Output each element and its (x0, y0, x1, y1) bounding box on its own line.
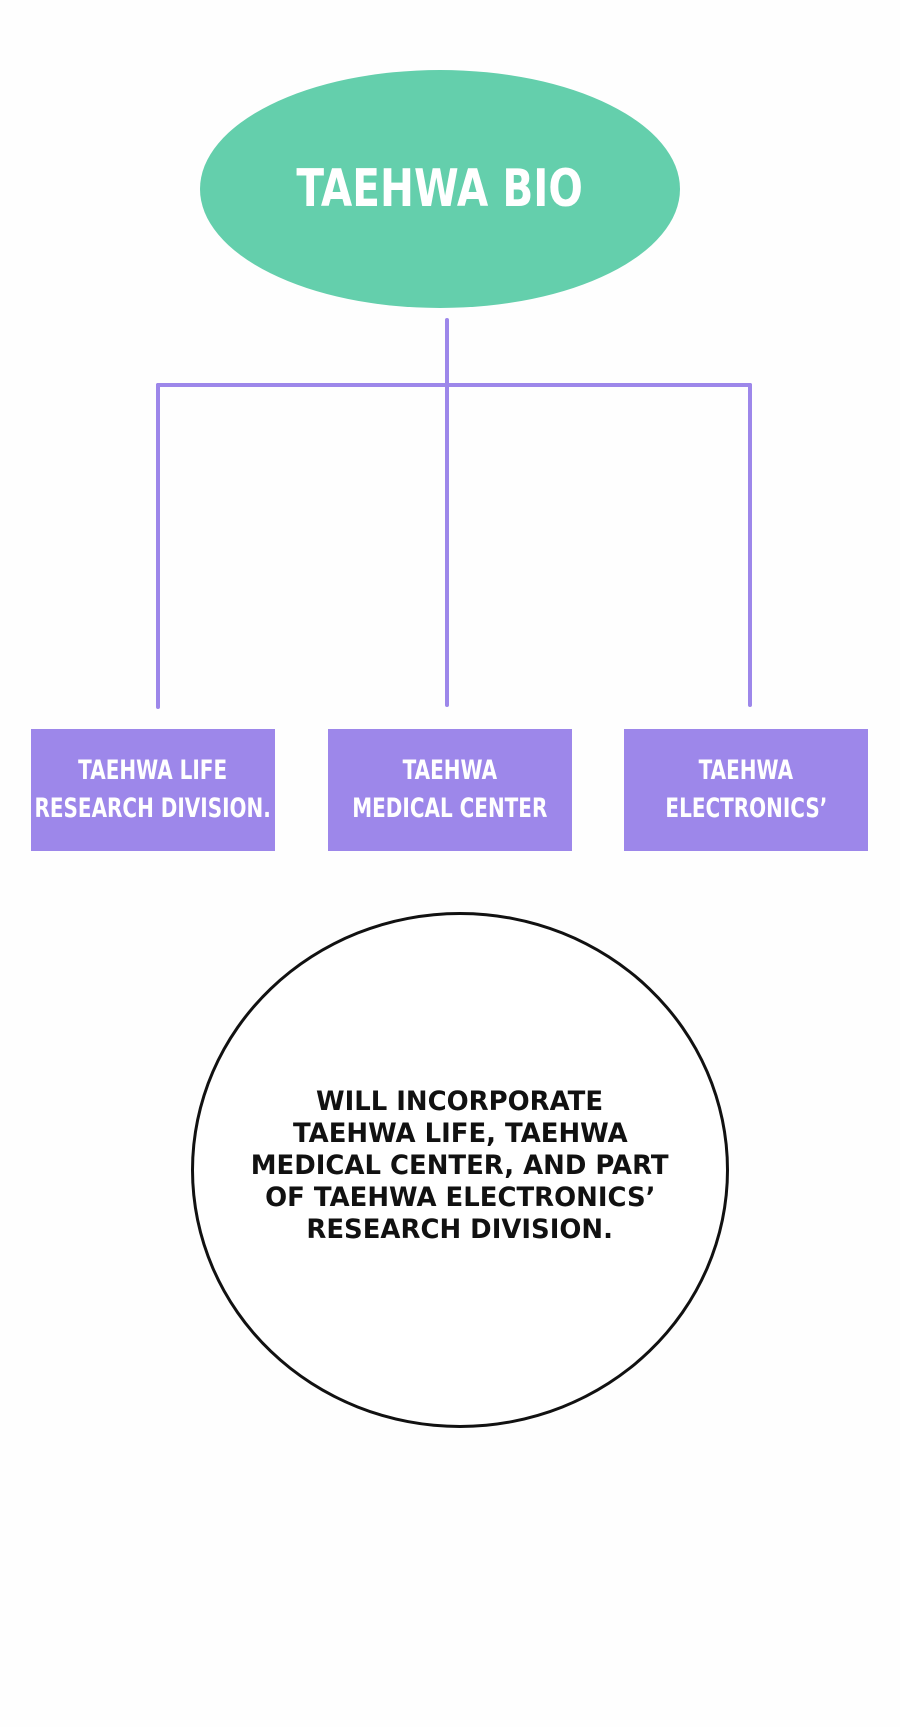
child-node-label-line: TAEHWA LIFE (78, 755, 228, 786)
speech-bubble-line: MEDICAL CENTER, AND PART (251, 1150, 669, 1181)
child-node-taehwa-electronics: TAEHWA ELECTRONICS’ (624, 729, 868, 851)
child-node-label-line: ELECTRONICS’ (665, 793, 827, 824)
child-node-label-line: MEDICAL CENTER (352, 793, 548, 824)
child-node-taehwa-life: TAEHWA LIFE RESEARCH DIVISION. (31, 729, 275, 851)
root-node-label: TAEHWA BIO (296, 159, 584, 219)
child-node-label-line: TAEHWA (698, 755, 794, 786)
speech-bubble: WILL INCORPORATE TAEHWA LIFE, TAEHWA MED… (191, 912, 729, 1428)
child-node-label-line: TAEHWA (402, 755, 498, 786)
child-node-taehwa-medical-center: TAEHWA MEDICAL CENTER (328, 729, 572, 851)
speech-bubble-line: OF TAEHWA ELECTRONICS’ (264, 1182, 656, 1213)
root-node-taehwa-bio: TAEHWA BIO (200, 70, 680, 308)
child-node-label-line: RESEARCH DIVISION. (34, 793, 272, 824)
speech-bubble-line: WILL INCORPORATE (316, 1086, 604, 1117)
speech-bubble-line: TAEHWA LIFE, TAEHWA (292, 1118, 628, 1149)
speech-bubble-line: RESEARCH DIVISION. (306, 1214, 614, 1245)
